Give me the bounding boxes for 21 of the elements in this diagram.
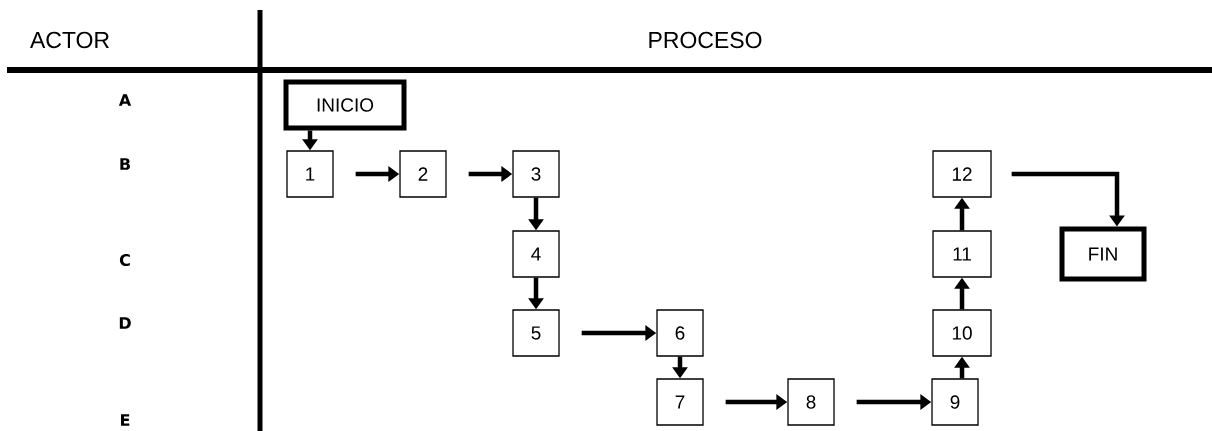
process-box: 1 [286,150,334,198]
terminal-box: INICIO [283,79,407,131]
process-box: 2 [399,150,447,198]
process-box: 10 [932,309,992,357]
process-box: 6 [656,309,704,357]
process-box: 9 [931,378,979,426]
column-header: PROCESO [649,31,762,49]
row-label: E [121,414,130,426]
row-label: D [119,317,131,329]
process-box: 11 [932,230,992,278]
process-box: 3 [512,150,560,198]
column-header: ACTOR [30,31,109,49]
row-label: B [120,158,130,170]
terminal-box: FIN [1059,226,1147,282]
row-label: C [119,253,130,267]
row-label: A [118,94,132,106]
process-box: 7 [656,378,704,426]
process-box: 8 [787,378,835,426]
process-box: 12 [932,150,992,198]
process-box: 4 [512,230,560,278]
process-box: 5 [512,309,560,357]
